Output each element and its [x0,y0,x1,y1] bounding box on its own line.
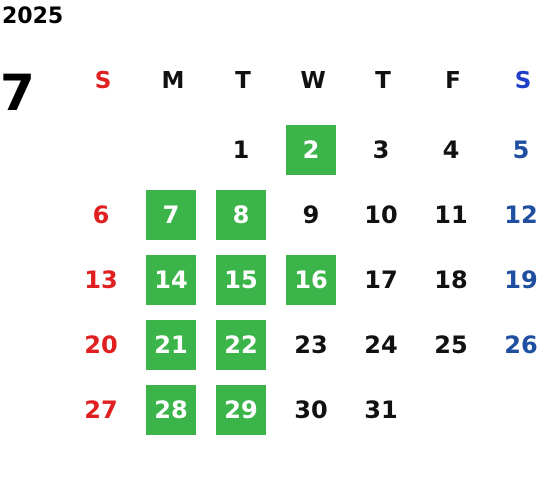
day-cell-30: 30 [278,378,348,443]
day-number: 20 [84,331,118,359]
highlight-box [146,385,196,435]
day-number: 16 [294,266,328,294]
highlight-box [216,255,266,305]
day-cell-6: 6 [68,183,138,248]
day-cell-23: 23 [278,313,348,378]
year-label: 2025 [2,4,64,29]
day-number: 6 [92,201,110,229]
weekday-tue: T [235,68,251,94]
day-cell-13: 13 [68,248,138,313]
weekday-header: S M T W T F S [68,65,548,97]
day-cell-18: 18 [418,248,488,313]
month-number: 7 [0,64,35,122]
day-number: 8 [232,201,250,229]
day-number: 17 [364,266,398,294]
day-cell-29: 29 [208,378,278,443]
highlight-box [216,190,266,240]
day-number: 28 [154,396,188,424]
day-cell-14: 14 [138,248,208,313]
day-number: 24 [364,331,398,359]
day-number: 27 [84,396,118,424]
day-cell-27: 27 [68,378,138,443]
weekday-sun: S [94,68,112,94]
day-number: 23 [294,331,328,359]
day-cell-11: 11 [418,183,488,248]
day-number: 4 [442,136,460,164]
weekday-fri: F [445,68,461,94]
weekday-wed: W [300,68,326,94]
day-cell-16: 16 [278,248,348,313]
day-number: 11 [434,201,468,229]
day-number: 14 [154,266,188,294]
highlight-box [146,255,196,305]
day-cell-31: 31 [348,378,418,443]
day-cell-7: 7 [138,183,208,248]
weekday-mon: M [161,68,185,94]
highlight-box [216,385,266,435]
highlight-box [286,125,336,175]
day-cell-21: 21 [138,313,208,378]
day-number: 31 [364,396,398,424]
day-number: 21 [154,331,188,359]
day-cell-22: 22 [208,313,278,378]
day-cell-17: 17 [348,248,418,313]
day-cell-1: 1 [208,118,278,183]
day-number: 5 [512,136,530,164]
day-cell-15: 15 [208,248,278,313]
weekday-sat: S [514,68,532,94]
day-number: 1 [232,136,250,164]
day-number: 18 [434,266,468,294]
day-cell-26: 26 [488,313,548,378]
day-number: 22 [224,331,258,359]
day-cell-4: 4 [418,118,488,183]
day-cell-3: 3 [348,118,418,183]
highlight-box [216,320,266,370]
day-cell-10: 10 [348,183,418,248]
day-number: 19 [504,266,538,294]
highlight-box [286,255,336,305]
highlight-box [146,190,196,240]
day-cell-2: 2 [278,118,348,183]
day-cell-20: 20 [68,313,138,378]
day-cell-25: 25 [418,313,488,378]
day-number: 7 [162,201,180,229]
day-cell-9: 9 [278,183,348,248]
day-cell-24: 24 [348,313,418,378]
day-number: 30 [294,396,328,424]
day-number: 29 [224,396,258,424]
day-cell-28: 28 [138,378,208,443]
day-number: 15 [224,266,258,294]
day-number: 10 [364,201,398,229]
day-number: 3 [372,136,390,164]
day-cell-19: 19 [488,248,548,313]
day-cell-5: 5 [488,118,548,183]
day-number: 2 [302,136,320,164]
highlight-box [146,320,196,370]
weekday-thu: T [375,68,391,94]
day-number: 26 [504,331,538,359]
day-number: 9 [302,201,320,229]
day-number: 25 [434,331,468,359]
day-cell-8: 8 [208,183,278,248]
day-number: 12 [504,201,538,229]
day-number: 13 [84,266,118,294]
day-cell-12: 12 [488,183,548,248]
